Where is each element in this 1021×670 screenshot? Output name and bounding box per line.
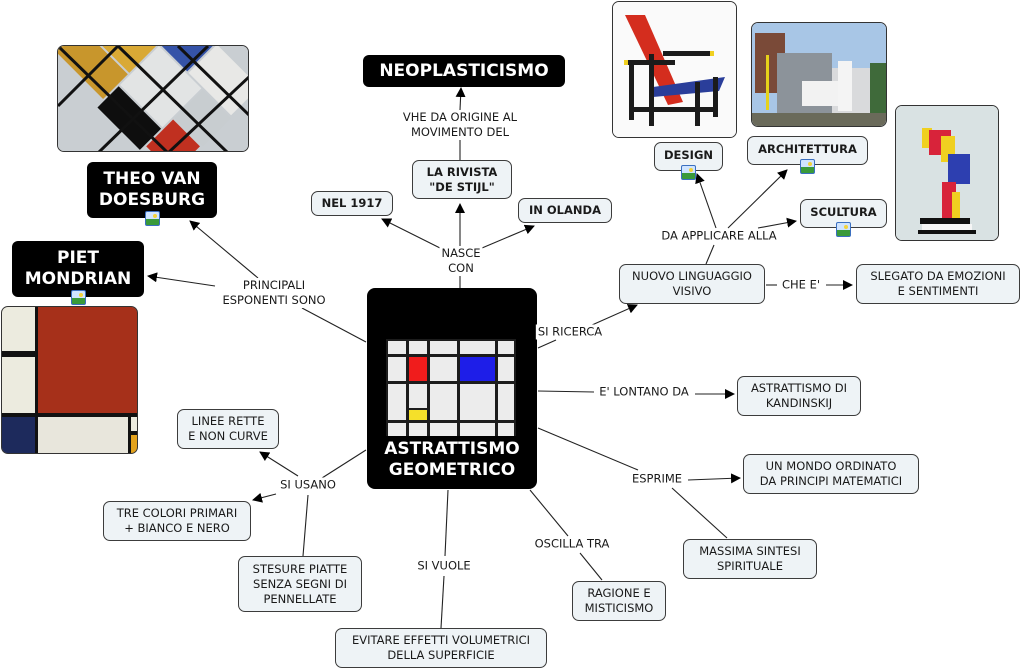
node-label: LA RIVISTA "DE STIJL"	[426, 164, 498, 194]
link-label-principali: PRINCIPALI ESPONENTI SONO	[220, 278, 328, 308]
image-attachment-icon[interactable]	[836, 222, 851, 237]
image-attachment-icon[interactable]	[145, 211, 160, 226]
node-label: NEOPLASTICISMO	[379, 60, 549, 81]
link-vhe-neo	[455, 87, 466, 111]
link-label-vhe-da-origine: VHE DA ORIGINE AL MOVIMENTO DEL	[400, 110, 520, 140]
node-label: PIET MONDRIAN	[24, 248, 132, 289]
node-nel-1917[interactable]: NEL 1917	[311, 191, 393, 216]
link-center-esprime	[537, 427, 639, 471]
node-mondo-ordinato[interactable]: UN MONDO ORDINATO DA PRINCIPI MATEMATICI	[743, 454, 919, 494]
doesburg-painting-image	[57, 45, 249, 152]
central-concept-node[interactable]: ASTRATTISMO GEOMETRICO	[367, 288, 537, 489]
node-label: NEL 1917	[321, 196, 383, 210]
link-label-che-e: CHE E'	[779, 277, 823, 293]
link-nasce-1917	[381, 218, 441, 249]
node-label: IN OLANDA	[529, 203, 601, 217]
link-center-siricerca	[537, 339, 557, 349]
mondrian-grid-icon	[386, 339, 516, 436]
node-neoplasticismo[interactable]: NEOPLASTICISMO	[363, 55, 565, 87]
node-piet-mondrian[interactable]: PIET MONDRIAN	[12, 241, 144, 297]
node-label: UN MONDO ORDINATO DA PRINCIPI MATEMATICI	[759, 459, 903, 488]
node-in-olanda[interactable]: IN OLANDA	[518, 198, 612, 223]
node-label: STESURE PIATTE SENZA SEGNI DI PENNELLATE	[252, 561, 348, 606]
doesburg-painting-art	[58, 46, 248, 151]
node-tre-colori[interactable]: TRE COLORI PRIMARI + BIANCO E NERO	[103, 501, 251, 541]
link-siusano-stesure	[302, 494, 309, 557]
node-kandinskij[interactable]: ASTRATTISMO DI KANDINSKIJ	[737, 376, 861, 416]
link-daapp-arch	[727, 169, 788, 229]
node-label: EVITARE EFFETTI VOLUMETRICI DELLA SUPERF…	[351, 633, 531, 662]
node-massima-sintesi[interactable]: MASSIMA SINTESI SPIRITUALE	[683, 539, 817, 579]
link-label-oscilla: OSCILLA TRA	[532, 536, 612, 552]
rietveld-chair-image	[612, 1, 737, 138]
node-label: THEO VAN DOESBURG	[98, 169, 206, 210]
node-label: SLEGATO DA EMOZIONI E SENTIMENTI	[870, 269, 1006, 298]
image-attachment-icon[interactable]	[800, 159, 815, 174]
node-la-rivista[interactable]: LA RIVISTA "DE STIJL"	[412, 160, 512, 199]
link-principali-mondrian	[147, 272, 216, 287]
node-ragione-misticismo[interactable]: RAGIONE E MISTICISMO	[572, 581, 666, 621]
mondrian-painting-art	[2, 307, 137, 453]
red-square	[409, 357, 427, 381]
link-label-si-usano: SI USANO	[278, 477, 338, 493]
link-nasce-olanda	[481, 224, 535, 249]
schroder-house-image	[751, 22, 887, 127]
link-esprime-massima	[671, 487, 728, 539]
node-theo-van-doesburg[interactable]: THEO VAN DOESBURG	[87, 162, 217, 218]
link-siusano-linee	[259, 451, 299, 477]
link-esprime-mondo	[687, 473, 741, 484]
link-daapp-scult	[757, 217, 797, 229]
schroder-house-art	[752, 23, 886, 126]
sculpture-art	[896, 106, 998, 240]
link-center-oscilla	[529, 489, 569, 537]
link-label-da-applicare: DA APPLICARE ALLA	[659, 228, 779, 244]
link-daapp-design	[695, 173, 717, 229]
central-concept-title: ASTRATTISMO GEOMETRICO	[384, 439, 520, 480]
link-label-esprime: ESPRIME	[629, 471, 685, 487]
node-nuovo-linguaggio[interactable]: NUOVO LINGUAGGIO VISIVO	[619, 264, 765, 304]
link-label-e-lontano: E' LONTANO DA	[597, 384, 691, 400]
node-label: LINEE RETTE E NON CURVE	[188, 414, 268, 443]
link-principali-doesburg	[189, 220, 259, 279]
node-label: RAGIONE E MISTICISMO	[584, 586, 654, 615]
node-label: ASTRATTISMO DI KANDINSKIJ	[750, 381, 848, 410]
image-attachment-icon[interactable]	[681, 165, 696, 180]
link-center-principali	[301, 307, 367, 343]
link-nuovo-daapplicare	[705, 244, 715, 265]
node-evitare-effetti[interactable]: EVITARE EFFETTI VOLUMETRICI DELLA SUPERF…	[335, 628, 547, 668]
mondrian-painting-image	[1, 306, 138, 454]
link-center-sivuole	[444, 489, 449, 557]
node-stesure-piatte[interactable]: STESURE PIATTE SENZA SEGNI DI PENNELLATE	[238, 556, 362, 612]
node-linee-rette[interactable]: LINEE RETTE E NON CURVE	[177, 409, 279, 449]
link-label-si-vuole: SI VUOLE	[415, 558, 473, 574]
yellow-square	[409, 410, 427, 420]
rietveld-chair-art	[613, 2, 736, 137]
link-sivuole-evitare	[440, 575, 445, 629]
node-label: DESIGN	[663, 148, 714, 162]
link-label-nasce-con: NASCE CON	[439, 246, 483, 276]
blue-square	[460, 357, 495, 381]
node-label: TRE COLORI PRIMARI + BIANCO E NERO	[116, 506, 238, 535]
node-slegato[interactable]: SLEGATO DA EMOZIONI E SENTIMENTI	[856, 264, 1020, 304]
link-siusano-tre	[252, 492, 277, 503]
node-label: SCULTURA	[810, 205, 877, 219]
link-oscilla-ragione	[579, 552, 603, 581]
node-label: MASSIMA SINTESI SPIRITUALE	[699, 544, 801, 573]
node-label: ARCHITETTURA	[758, 142, 857, 156]
link-center-siusano	[321, 449, 367, 479]
link-label-si-ricerca: SI RICERCA	[535, 324, 605, 340]
node-label: NUOVO LINGUAGGIO VISIVO	[632, 269, 752, 298]
sculpture-image	[895, 105, 999, 241]
link-center-lontano	[537, 390, 595, 393]
link-siricerca-nuovo	[591, 304, 638, 326]
image-attachment-icon[interactable]	[71, 290, 86, 305]
